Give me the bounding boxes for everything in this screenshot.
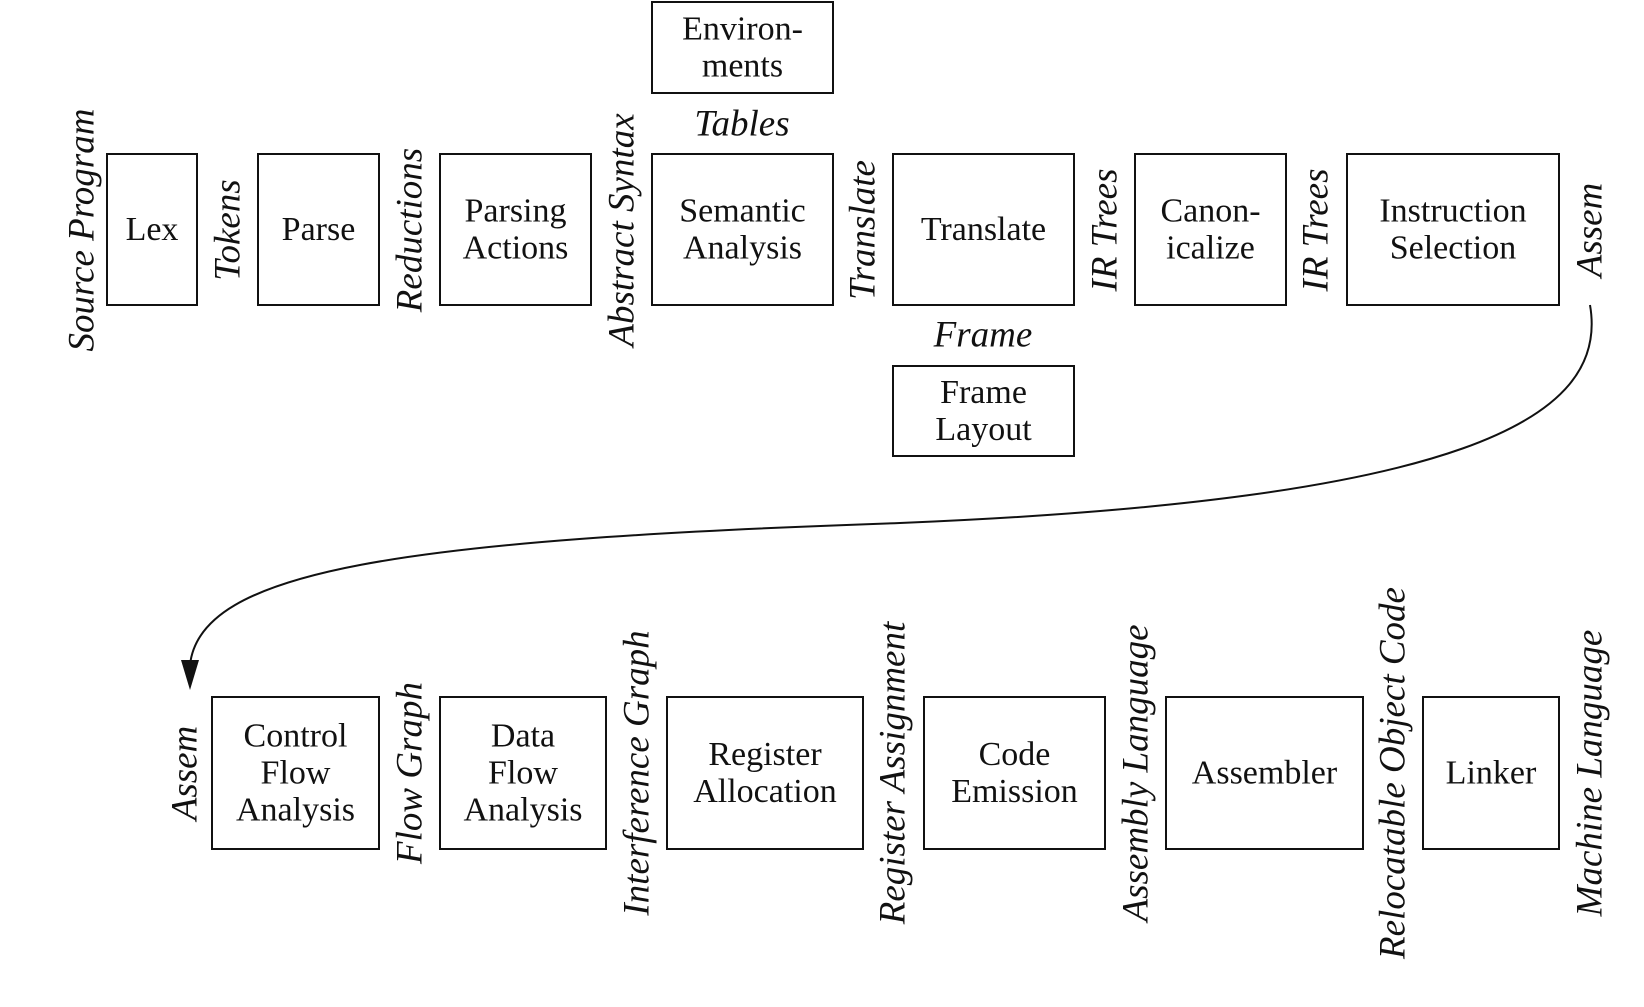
phase-box (439, 153, 592, 306)
phase-environments: Environ-ments (651, 1, 834, 94)
phase-label-line: Parsing (465, 193, 567, 230)
phase-box (106, 153, 198, 306)
phase-label-line: Translate (921, 211, 1046, 248)
phase-box (892, 365, 1075, 457)
phase-assembler: Assembler (1165, 696, 1364, 850)
phase-label-line: Environ- (682, 11, 803, 48)
data-label-tables: Tables (694, 104, 789, 145)
data-label-frame: Frame (933, 315, 1033, 356)
data-labels: Source Program Tokens Reductions Abstract S… (62, 104, 1611, 960)
phase-label-line: Linker (1446, 755, 1537, 792)
phase-box (211, 696, 380, 850)
phase-label-line: Selection (1390, 230, 1517, 267)
phase-box (923, 696, 1106, 850)
data-label-relocatable-object-code: Relocatable Object Code (1373, 587, 1414, 960)
phase-label-line: Emission (951, 773, 1078, 810)
data-label-tokens: Tokens (208, 179, 249, 280)
phase-linker: Linker (1422, 696, 1560, 850)
phase-label-line: Code (979, 736, 1051, 773)
data-label-machine-language: Machine Language (1570, 630, 1611, 918)
data-label-assem-1: Assem (1570, 183, 1611, 281)
phase-label-line: Frame (940, 374, 1027, 411)
data-label-abstract-syntax: Abstract Syntax (602, 113, 643, 350)
data-label-ir-trees-2: IR Trees (1296, 169, 1337, 293)
phase-label-line: Assembler (1192, 755, 1338, 792)
phase-label-line: Canon- (1160, 193, 1260, 230)
data-label-ir-trees-1: IR Trees (1085, 169, 1126, 293)
phase-label-line: ments (702, 48, 783, 85)
phase-label-line: Analysis (236, 792, 355, 829)
data-label-flow-graph: Flow Graph (390, 682, 431, 865)
data-label-source-program: Source Program (62, 109, 103, 352)
data-label-reductions: Reductions (390, 148, 431, 313)
phase-label-line: Data (491, 718, 555, 755)
phase-box (257, 153, 380, 306)
phase-label-line: Analysis (464, 792, 583, 829)
data-label-register-assignment: Register Assignment (873, 620, 914, 925)
phase-label-line: Instruction (1379, 193, 1526, 230)
data-label-assem-2: Assem (165, 726, 206, 824)
phase-label-line: Allocation (693, 773, 837, 810)
phase-box (651, 153, 834, 306)
phase-label-line: Register (708, 736, 822, 773)
phase-lex: Lex (106, 153, 198, 306)
phase-box (1165, 696, 1364, 850)
phase-box (1346, 153, 1560, 306)
phase-box (651, 1, 834, 94)
phase-box (1422, 696, 1560, 850)
phase-box (1134, 153, 1287, 306)
phase-box (892, 153, 1075, 306)
phase-label-line: icalize (1166, 230, 1255, 267)
phase-label-line: Actions (463, 230, 569, 267)
phase-box (439, 696, 607, 850)
phase-label-line: Semantic (679, 193, 806, 230)
data-label-interference-graph: Interference Graph (617, 630, 658, 916)
data-label-assembly-language: Assembly Language (1116, 625, 1157, 925)
phase-label-line: Layout (935, 411, 1032, 448)
phase-label-line: Control (244, 718, 348, 755)
phase-label-line: Flow (488, 755, 558, 792)
data-label-translate-data: Translate (843, 160, 884, 300)
phase-canonicalize: Canon-icalize (1134, 153, 1287, 306)
phase-translate: Translate (892, 153, 1075, 306)
phase-label-line: Lex (126, 211, 179, 248)
phase-label-line: Analysis (683, 230, 802, 267)
phase-box (666, 696, 864, 850)
assem-connector-curve (189, 304, 1593, 666)
arrowhead-icon (181, 660, 199, 690)
phase-parse: Parse (257, 153, 380, 306)
phase-label-line: Flow (261, 755, 331, 792)
phase-label-line: Parse (282, 211, 356, 248)
